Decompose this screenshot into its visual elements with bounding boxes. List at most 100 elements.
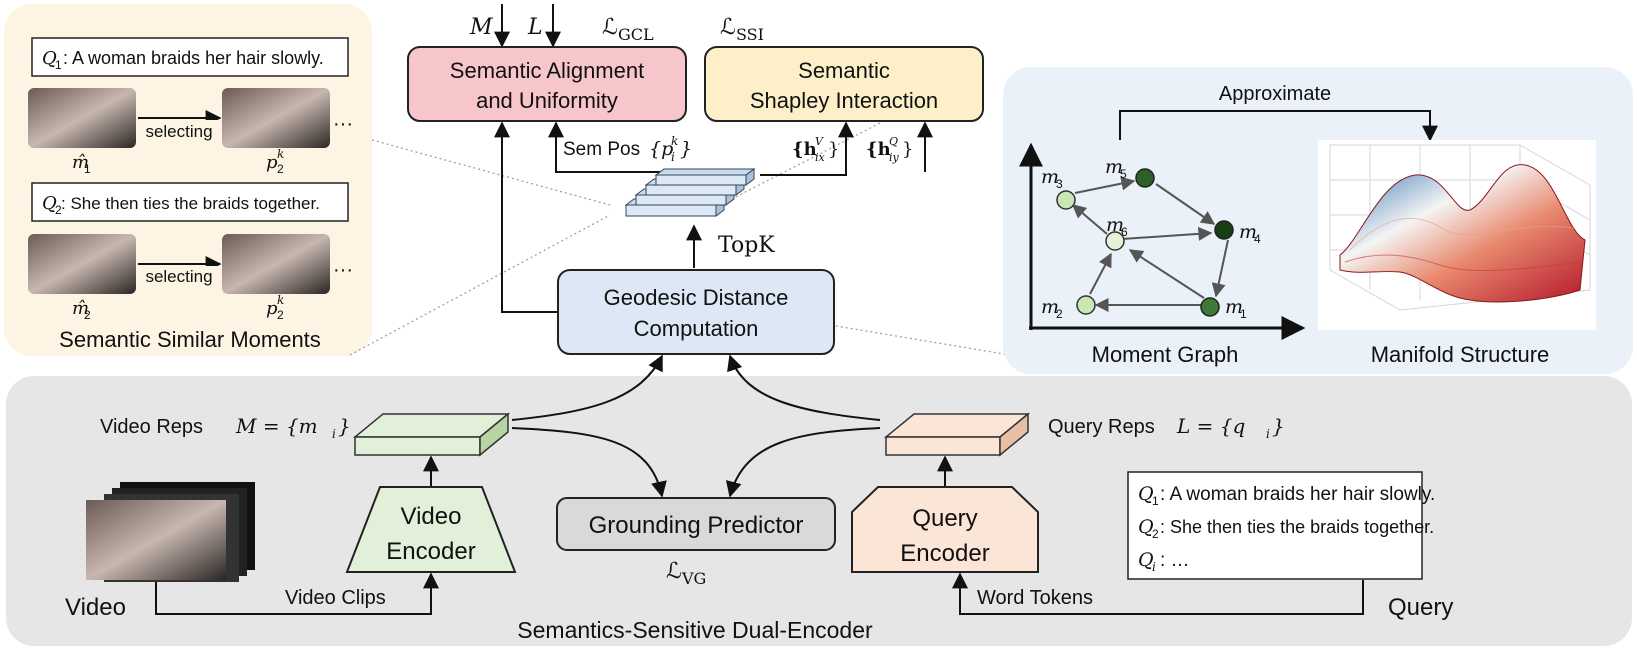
topk-label: TopK [718,233,775,258]
sem-pos-sub: i [671,150,675,164]
geodesic-to-alignment-arrow [494,121,558,313]
dotted-connector-right-bottom [799,319,1041,361]
query-reps-plate [883,412,1031,457]
video-reps-sub: i [332,427,336,441]
h-v-close: } [828,139,839,160]
video-reps-label: Video Reps [100,416,203,438]
node-sub-m6: 6 [1121,225,1128,239]
grounding-predictor-box [556,497,836,551]
graph-node-m1 [1200,297,1220,317]
semantic-alignment-line2: and Uniformity [476,88,618,113]
video-frames-stack [86,482,255,582]
shapley-interaction-line2: Shapley Interaction [750,88,938,113]
gcl-loss-label: ℒ [602,15,618,40]
h-q-sup: Q [889,135,898,148]
node-sub-m4: 4 [1254,232,1261,246]
ellipsis-1: ··· [333,113,353,135]
dual-encoder-caption: Semantics-Sensitive Dual-Encoder [517,617,873,643]
moment-thumbnail-p2 [222,234,330,294]
q2-box [31,182,349,222]
node-label-m3: m [1041,166,1059,188]
dotted-connector-left-bottom [349,214,611,356]
node-sub-m3: 3 [1056,177,1063,191]
sem-pos-sup: k [671,134,678,148]
q1-sub: 1 [55,58,62,72]
grounding-predictor-label: Grounding Predictor [589,512,804,539]
p2-sup: k [277,293,284,307]
selecting-label-bg-1 [140,120,218,142]
moment-thumbnail-m1 [28,88,136,148]
q2-text: : She then ties the braids together. [61,194,320,213]
query-label: Query [1388,594,1453,621]
approximate-label: Approximate [1219,83,1331,105]
topk-stack [624,168,756,217]
query-reps-label: Query Reps [1048,416,1155,438]
sem-pos-close: } [680,138,692,160]
word-tokens-arrow [952,572,1364,615]
video-encoder-line1: Video [401,503,462,530]
ellipsis-2: ··· [333,259,353,281]
node-sub-m5: 5 [1120,167,1127,181]
video-encoder-box [345,486,517,573]
q1-box [31,37,349,77]
q2-sub: 2 [55,203,62,217]
mhat1-label: m̂ [72,152,89,173]
video-to-grounding-curve [511,427,667,498]
query-line3-q: Q [1138,549,1154,571]
h-v-sub: ix [815,151,826,164]
query-line3-sub: i [1152,560,1156,574]
node-sub-m1: 1 [1240,307,1247,321]
query-line2-text: : She then ties the braids together. [1160,517,1434,537]
query-to-grounding-curve [726,427,881,498]
h-v-sup: V [815,135,824,148]
shapley-interaction-box [704,46,984,122]
query-encoder-line2: Encoder [900,540,989,567]
query-line1-q: Q [1138,483,1154,505]
query-encoder-box [851,486,1039,573]
graph-node-m3 [1056,190,1076,210]
shapley-interaction-line1: Semantic [798,58,890,83]
p1-label: p [266,152,278,173]
manifold-surface-plot [1318,140,1596,330]
dotted-connector-left-top [371,139,611,206]
left-panel-caption: Semantic Similar Moments [59,327,321,352]
video-reps-close: } [338,414,351,438]
query-reps-sub: i [1266,427,1270,441]
node-sub-m2: 2 [1056,307,1063,321]
mhat1-sub: 1 [84,162,91,176]
p2-label: p [266,298,278,319]
video-reps-plate [352,412,511,457]
input-m-label: M [469,15,493,40]
semantic-alignment-line1: Semantic Alignment [450,58,644,83]
query-line1-sub: 1 [1152,494,1159,508]
graph-node-m6 [1105,231,1125,251]
query-line2-sub: 2 [1152,527,1159,541]
node-label-m1: m [1225,296,1243,318]
ssi-loss-label: ℒ [720,15,736,40]
selecting-label-1: selecting [145,122,212,141]
sem-pos-math: {p [649,138,673,160]
moment-thumbnail-p1 [222,88,330,148]
q1-label: Q [42,48,57,69]
ssi-loss-sub: SSI [736,25,764,44]
selecting-label-bg-2 [140,266,218,288]
query-line3-text: : … [1160,550,1190,571]
approximate-arrow [1119,110,1438,142]
mhat2-label: m̂ [72,298,89,319]
moment-graph-edges [1071,176,1229,312]
p1-sub: 2 [277,162,284,176]
node-label-m6: m [1106,214,1124,236]
p2-sub: 2 [277,308,284,322]
graph-node-m5 [1135,168,1155,188]
geodesic-distance-box [557,269,835,355]
video-label: Video [65,594,126,621]
query-text-box [1127,471,1423,580]
query-reps-close: } [1272,414,1285,438]
query-to-geodesic-curve [727,354,881,421]
selecting-label-2: selecting [145,267,212,286]
node-label-m5: m [1105,156,1123,178]
input-l-label: L [527,15,543,40]
node-label-m2: m [1041,296,1059,318]
mhat2-sub: 2 [84,308,91,322]
query-line1-text: : A woman braids her hair slowly. [1160,484,1435,505]
